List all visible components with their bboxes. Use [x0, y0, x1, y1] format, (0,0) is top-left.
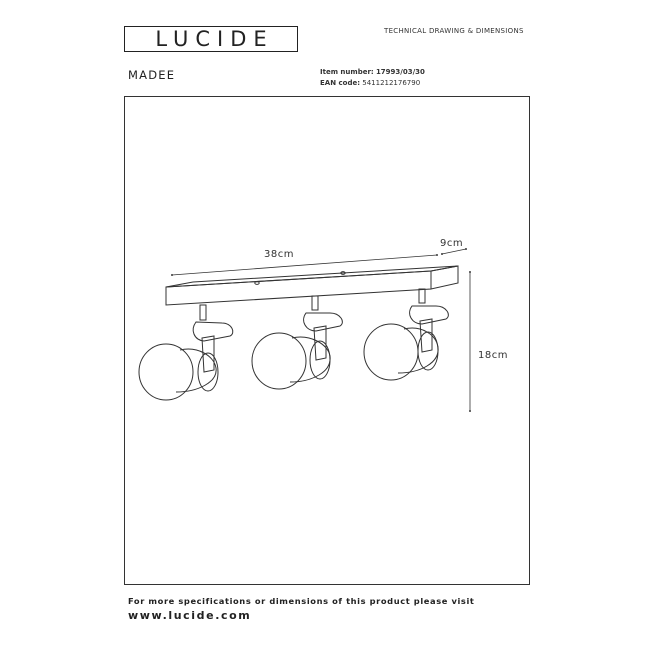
footer-text: For more specifications or dimensions of…	[128, 596, 475, 606]
spotlight-2	[251, 295, 343, 390]
spotlight-3	[363, 288, 449, 381]
logo-text: LUCIDE	[155, 27, 274, 51]
item-number-label: Item number:	[320, 68, 374, 76]
dimension-height: 18cm	[478, 350, 508, 361]
ean-label: EAN code:	[320, 79, 361, 87]
ean-row: EAN code: 5411212176790	[320, 79, 420, 87]
dimension-length: 38cm	[264, 249, 294, 260]
dimension-lines	[171, 248, 471, 412]
footer-website-link[interactable]: www.lucide.com	[128, 609, 252, 622]
item-number-value: 17993/03/30	[375, 68, 425, 76]
product-name: MADEE	[128, 68, 176, 82]
drawing-frame	[124, 96, 530, 585]
item-number-row: Item number: 17993/03/30	[320, 68, 425, 76]
document-type: TECHNICAL DRAWING & DIMENSIONS	[384, 27, 524, 35]
brand-logo: LUCIDE	[124, 26, 298, 52]
dimension-depth: 9cm	[440, 238, 463, 249]
ean-value: 5411212176790	[362, 79, 421, 87]
spotlight-1	[138, 304, 234, 401]
